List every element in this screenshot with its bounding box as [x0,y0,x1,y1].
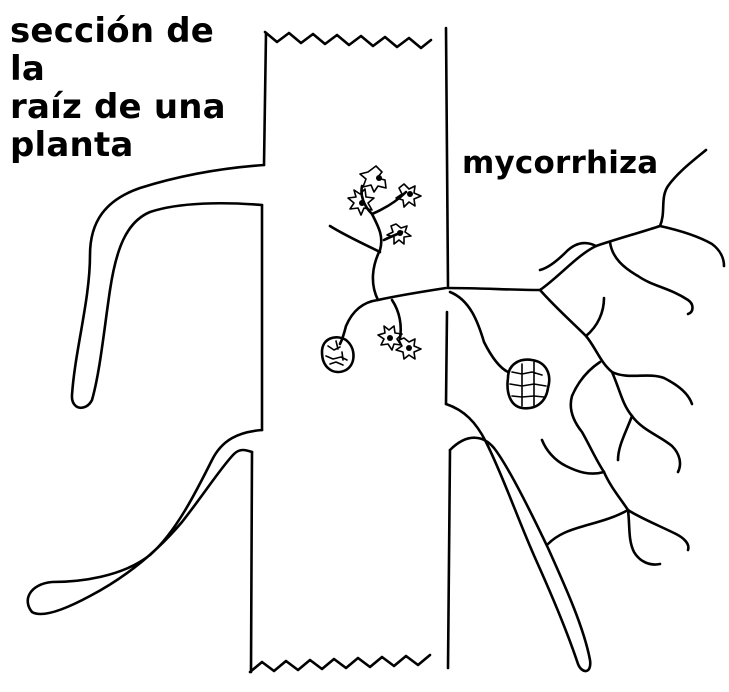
internal-hyphae [328,184,510,374]
external-hypha-upper-right [658,148,726,268]
root-bottom-cut-edge [248,653,432,674]
root-right-side-upper [444,26,450,288]
external-hypha-branch-3 [584,296,682,474]
root-hair-lower-left [26,428,264,616]
external-hypha-branch-1 [538,240,694,316]
external-hyphae [446,148,726,566]
root-top-cut-edge [263,30,433,50]
root-hairs [26,163,592,673]
label-root-section-line-1: sección de la [10,11,215,89]
arbuscule-lower-right [386,223,412,245]
external-hypha-branch-5 [546,508,690,552]
arbuscule-top [359,165,387,193]
label-root-section: sección de la raíz de una planta [10,12,260,164]
internal-hypha-main [370,212,448,302]
external-hypha-branch-6 [540,414,634,475]
arbuscule-right [395,183,422,208]
arbuscule-upper-left [347,188,375,216]
arbuscule-middle-right [395,337,422,360]
vesicles [320,336,551,410]
root-hair-lower-right [444,402,592,673]
internal-hypha-to-vesicle [448,290,510,374]
label-root-section-line-3: planta [10,125,134,165]
label-root-section-line-2: raíz de una [10,87,226,127]
arbuscule-middle [377,325,403,351]
label-mycorrhiza: mycorrhiza [462,145,659,181]
external-hypha-branch-2 [538,288,694,406]
root-section [248,26,452,674]
root-hair-upper-left [70,163,266,409]
root-left-side-upper [262,31,268,167]
vesicle-external [506,358,551,410]
vesicle-internal [320,336,355,374]
root-left-side-lower [249,450,254,674]
external-hypha-trunk [446,224,662,292]
root-right-side-lower [444,310,449,406]
external-hypha-branch-7 [626,508,662,566]
external-hypha-branch-4 [569,360,630,512]
root-right-side-bottom [446,448,452,670]
arbuscules [347,165,422,360]
